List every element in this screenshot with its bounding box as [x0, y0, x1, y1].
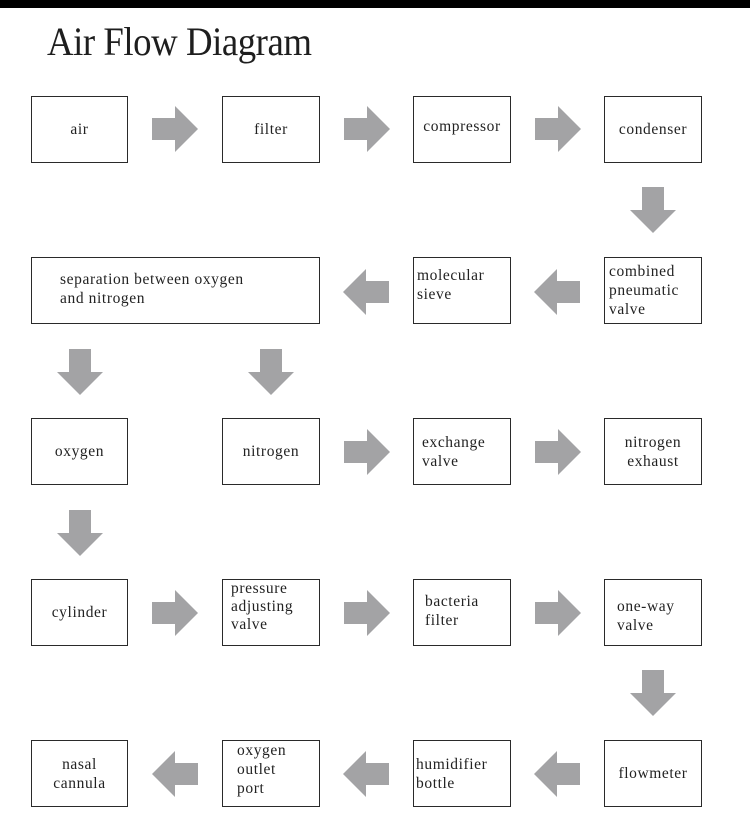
node-oxygen: oxygen [31, 418, 128, 485]
arrow-right-icon [152, 106, 198, 152]
arrow-down-icon [248, 349, 294, 395]
arrow-left-icon [534, 751, 580, 797]
node-flowmeter: flowmeter [604, 740, 702, 807]
arrow-right-icon [535, 429, 581, 475]
node-nitrogen-exhaust: nitrogen exhaust [604, 418, 702, 485]
node-label: pneumatic [609, 282, 679, 299]
node-cylinder: cylinder [31, 579, 128, 646]
node-humidifier-bottle: humidifier bottle [413, 740, 511, 807]
arrow-right-icon [344, 106, 390, 152]
top-bar [0, 0, 750, 8]
node-oxygen-outlet-port: oxygen outlet port [222, 740, 320, 807]
node-label: sieve [417, 286, 452, 303]
node-condenser: condenser [604, 96, 702, 163]
node-label: condenser [618, 121, 688, 138]
node-nitrogen: nitrogen [222, 418, 320, 485]
node-label: compressor [423, 118, 501, 135]
node-separation: separation between oxygen and nitrogen [31, 257, 320, 324]
node-label: separation between oxygen [60, 271, 244, 288]
node-exchange-valve: exchange valve [413, 418, 511, 485]
node-label: nasal [62, 755, 97, 773]
node-label: oxygen [237, 742, 287, 759]
node-air: air [31, 96, 128, 163]
node-label: valve [617, 616, 654, 634]
node-compressor: compressor [413, 96, 511, 163]
node-label: pressure [231, 580, 288, 597]
node-label: exchange [422, 433, 486, 451]
arrow-right-icon [535, 106, 581, 152]
node-one-way-valve: one-way valve [604, 579, 702, 646]
arrow-right-icon [535, 590, 581, 636]
node-label: combined [609, 263, 675, 280]
node-label: valve [231, 616, 268, 633]
node-nasal-cannula: nasal cannula [31, 740, 128, 807]
node-label: flowmeter [618, 765, 688, 782]
arrow-left-icon [343, 751, 389, 797]
node-label: air [70, 121, 89, 138]
node-combined-pneumatic-valve: combined pneumatic valve [604, 257, 702, 324]
node-label: port [237, 780, 265, 797]
arrow-down-icon [630, 670, 676, 716]
arrow-left-icon [534, 269, 580, 315]
arrow-left-icon [343, 269, 389, 315]
node-label: filter [254, 121, 288, 138]
node-label: oxygen [54, 443, 105, 460]
node-label: outlet [237, 761, 276, 778]
arrow-left-icon [152, 751, 198, 797]
node-label: and nitrogen [60, 290, 146, 307]
node-pressure-adjusting-valve: pressure adjusting valve [222, 579, 320, 646]
node-label: one-way [617, 597, 675, 615]
node-molecular-sieve: molecular sieve [413, 257, 511, 324]
node-bacteria-filter: bacteria filter [413, 579, 511, 646]
node-label: nitrogen [242, 443, 300, 460]
node-label: adjusting [231, 598, 294, 615]
node-label: bottle [416, 774, 455, 792]
arrow-right-icon [152, 590, 198, 636]
node-label: valve [609, 301, 646, 318]
arrow-down-icon [57, 510, 103, 556]
node-label: filter [425, 612, 459, 629]
node-label: valve [422, 452, 459, 470]
node-label: molecular [417, 267, 485, 284]
node-label: nitrogen [624, 434, 682, 451]
arrow-right-icon [344, 590, 390, 636]
arrow-down-icon [630, 187, 676, 233]
node-filter: filter [222, 96, 320, 163]
node-label: exhaust [627, 453, 679, 470]
node-label: humidifier [416, 755, 488, 773]
arrow-right-icon [344, 429, 390, 475]
node-label: bacteria [425, 593, 479, 610]
diagram-title: Air Flow Diagram [47, 19, 312, 64]
node-label: cylinder [51, 604, 108, 621]
node-label: cannula [53, 774, 106, 792]
arrow-down-icon [57, 349, 103, 395]
